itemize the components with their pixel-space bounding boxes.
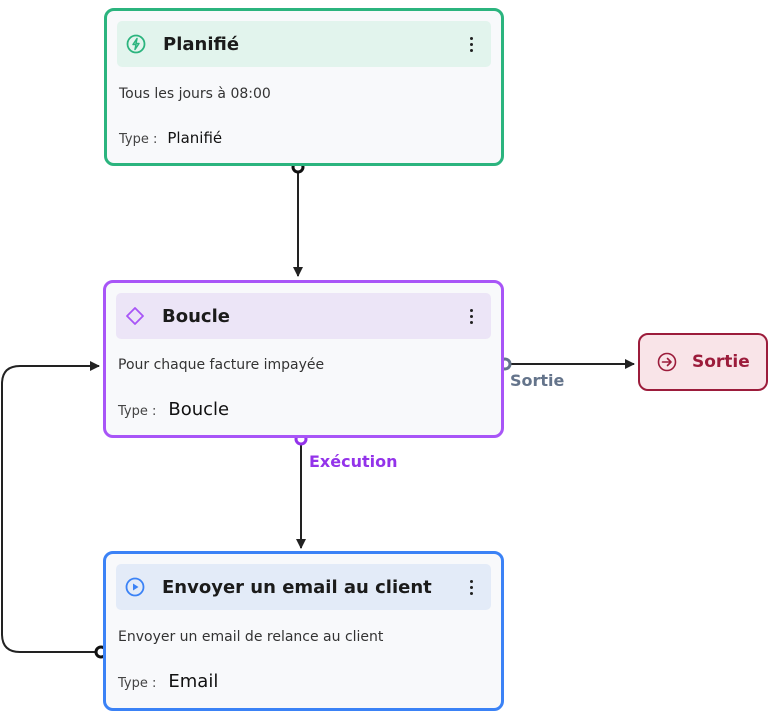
type-value: Boucle — [168, 399, 230, 420]
more-options-icon[interactable] — [463, 576, 479, 598]
node-sortie-title: Sortie — [692, 352, 750, 372]
type-label: Type : — [118, 676, 157, 691]
node-planifie[interactable]: Planifié Tous les jours à 08:00 Type : P… — [104, 8, 504, 166]
more-options-icon[interactable] — [463, 33, 479, 55]
node-email-description: Envoyer un email de relance au client — [118, 629, 384, 645]
node-boucle-type: Type : Boucle — [118, 399, 229, 420]
node-boucle-description: Pour chaque facture impayée — [118, 357, 325, 373]
type-label: Type : — [118, 404, 157, 419]
edge-label-execution: Exécution — [309, 452, 398, 471]
type-label: Type : — [119, 132, 158, 147]
node-planifie-title: Planifié — [163, 33, 240, 55]
node-boucle[interactable]: Boucle Pour chaque facture impayée Type … — [103, 280, 504, 438]
diamond-icon — [124, 305, 146, 327]
more-options-icon[interactable] — [463, 305, 479, 327]
node-email-header[interactable]: Envoyer un email au client — [116, 564, 491, 610]
node-planifie-type: Type : Planifié — [119, 129, 222, 147]
node-boucle-header[interactable]: Boucle — [116, 293, 491, 339]
exit-icon — [656, 351, 678, 373]
play-icon — [124, 576, 146, 598]
node-planifie-header[interactable]: Planifié — [117, 21, 491, 67]
node-boucle-title: Boucle — [162, 305, 230, 327]
edge-email-boucle — [1, 361, 101, 653]
node-sortie[interactable]: Sortie — [638, 333, 768, 391]
lightning-icon — [125, 33, 147, 55]
type-value: Planifié — [167, 129, 223, 147]
edge-label-sortie: Sortie — [510, 371, 565, 390]
node-email[interactable]: Envoyer un email au client Envoyer un em… — [103, 551, 504, 711]
type-value: Email — [168, 671, 219, 692]
node-email-type: Type : Email — [118, 671, 218, 692]
node-planifie-description: Tous les jours à 08:00 — [119, 86, 271, 102]
node-email-title: Envoyer un email au client — [162, 576, 432, 598]
